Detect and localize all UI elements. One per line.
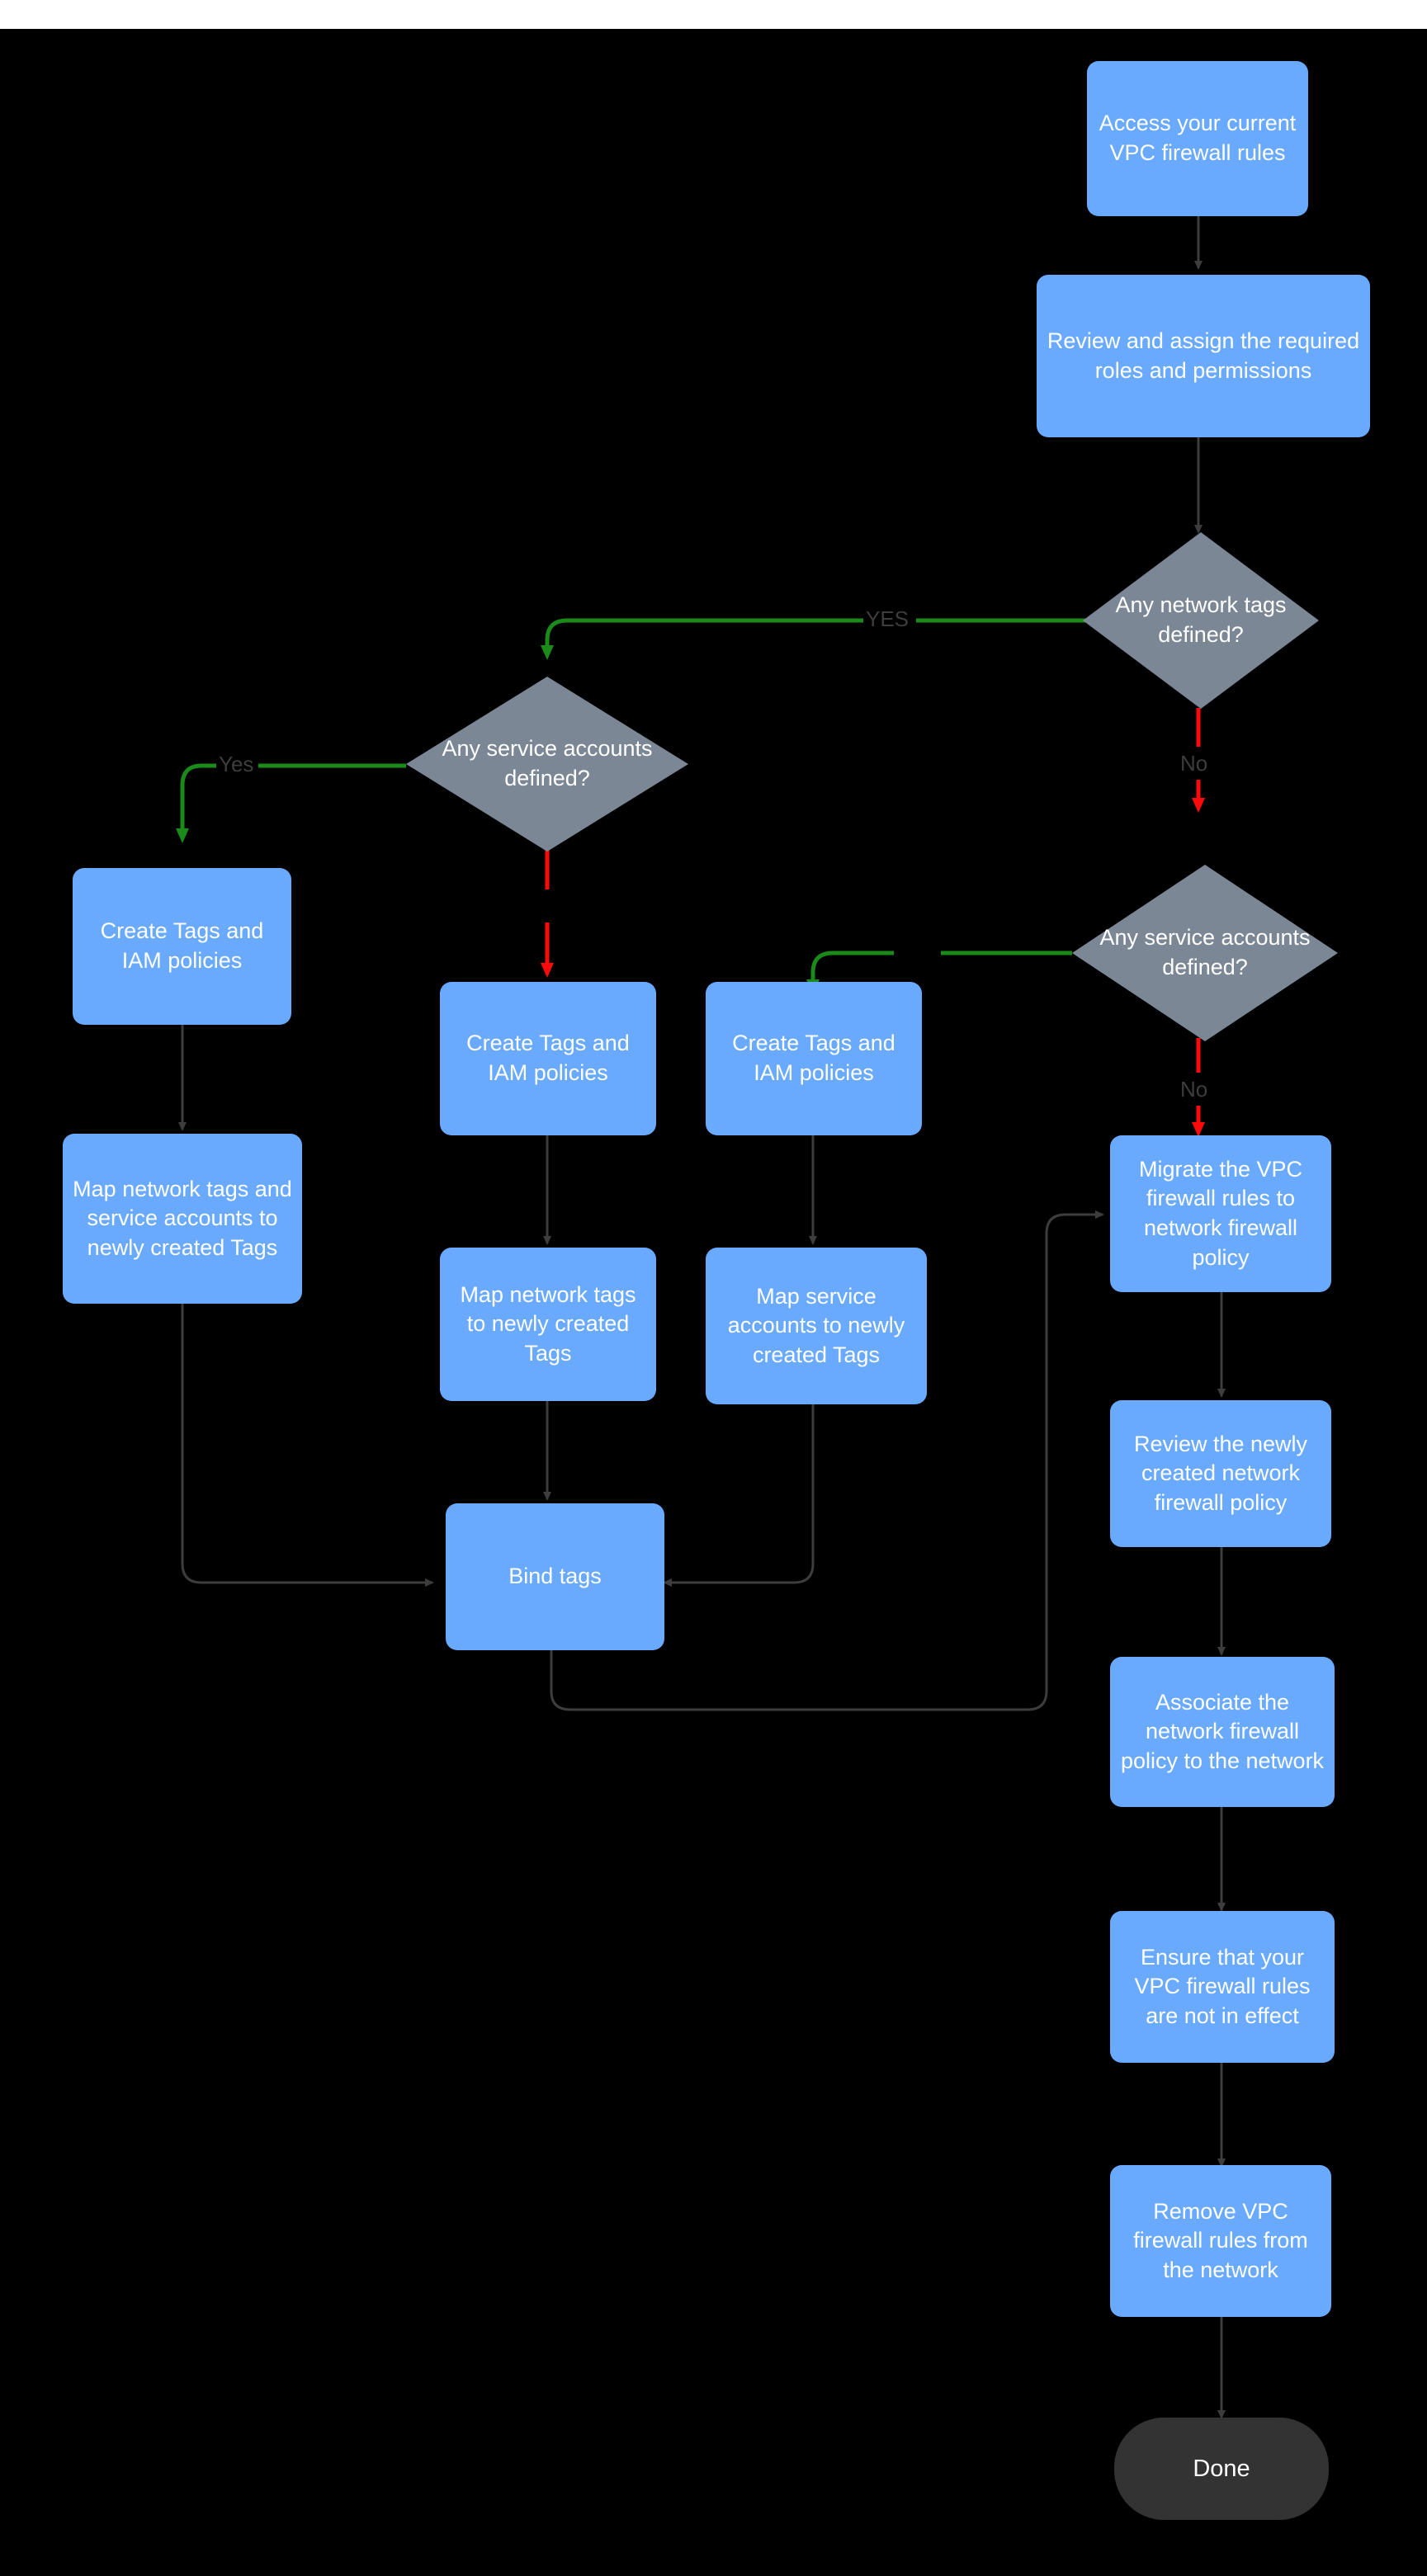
node-label: Create Tags and IAM policies bbox=[466, 1031, 630, 1085]
node-label: Create Tags and IAM policies bbox=[100, 918, 264, 973]
node-label: Map network tags to newly created Tags bbox=[460, 1281, 636, 1366]
edge-label-network-tags-no: No bbox=[1180, 751, 1208, 776]
node-access-vpc-firewall-rules[interactable]: Access your current VPC firewall rules bbox=[1087, 61, 1308, 216]
node-label: Map network tags and service accounts to… bbox=[73, 1176, 292, 1260]
node-review-assign-roles[interactable]: Review and assign the required roles and… bbox=[1037, 275, 1370, 437]
node-bind-tags[interactable]: Bind tags bbox=[446, 1503, 664, 1650]
node-label: Associate the network firewall policy to… bbox=[1120, 1689, 1325, 1773]
edge-label-service-accounts-left-yes: Yes bbox=[219, 752, 254, 776]
node-label: Map service accounts to newly created Ta… bbox=[727, 1283, 905, 1367]
node-label: Remove VPC firewall rules from the netwo… bbox=[1133, 2198, 1308, 2282]
decision-label: Any network tags defined? bbox=[1115, 592, 1287, 647]
node-map-service-accounts-to-new-tags[interactable]: Map service accounts to newly created Ta… bbox=[706, 1248, 927, 1404]
node-map-network-tags-to-new-tags[interactable]: Map network tags to newly created Tags bbox=[440, 1248, 656, 1401]
node-label: Access your current VPC firewall rules bbox=[1099, 111, 1297, 165]
node-remove-vpc-firewall-rules[interactable]: Remove VPC firewall rules from the netwo… bbox=[1110, 2165, 1331, 2317]
node-associate-policy-to-network[interactable]: Associate the network firewall policy to… bbox=[1110, 1657, 1335, 1807]
node-create-tags-iam-far-left[interactable]: Create Tags and IAM policies bbox=[73, 868, 291, 1025]
diamond-shape bbox=[406, 677, 688, 852]
node-label: Migrate the VPC firewall rules to networ… bbox=[1138, 1156, 1303, 1270]
node-done[interactable]: Done bbox=[1114, 2418, 1329, 2520]
decision-label: Any service accounts defined? bbox=[442, 736, 653, 790]
node-label: Bind tags bbox=[508, 1564, 602, 1589]
decision-any-service-accounts-right[interactable]: Any service accounts defined? bbox=[1072, 865, 1338, 1041]
diamond-shape bbox=[1072, 865, 1338, 1041]
decision-label: Any service accounts defined? bbox=[1099, 925, 1311, 979]
node-review-new-policy[interactable]: Review the newly created network firewal… bbox=[1110, 1400, 1331, 1547]
node-ensure-rules-not-in-effect[interactable]: Ensure that your VPC firewall rules are … bbox=[1110, 1911, 1335, 2063]
decision-any-service-accounts-left[interactable]: Any service accounts defined? bbox=[406, 677, 688, 852]
node-create-tags-iam-mid-left[interactable]: Create Tags and IAM policies bbox=[440, 982, 656, 1135]
node-create-tags-iam-mid-right[interactable]: Create Tags and IAM policies bbox=[706, 982, 922, 1135]
edge-label-service-accounts-right-no: No bbox=[1180, 1077, 1208, 1102]
node-label: Ensure that your VPC firewall rules are … bbox=[1134, 1944, 1311, 2028]
node-label: Create Tags and IAM policies bbox=[732, 1031, 895, 1085]
node-label: Done bbox=[1193, 2455, 1250, 2482]
node-label: Review and assign the required roles and… bbox=[1047, 328, 1360, 383]
diamond-shape bbox=[1083, 532, 1319, 709]
decision-any-network-tags[interactable]: Any network tags defined? bbox=[1083, 532, 1319, 709]
node-map-network-tags-and-service-accounts[interactable]: Map network tags and service accounts to… bbox=[63, 1134, 302, 1304]
node-label: Review the newly created network firewal… bbox=[1133, 1431, 1308, 1515]
edge-label-network-tags-yes: YES bbox=[866, 606, 910, 631]
node-migrate-rules-to-policy[interactable]: Migrate the VPC firewall rules to networ… bbox=[1110, 1135, 1331, 1292]
